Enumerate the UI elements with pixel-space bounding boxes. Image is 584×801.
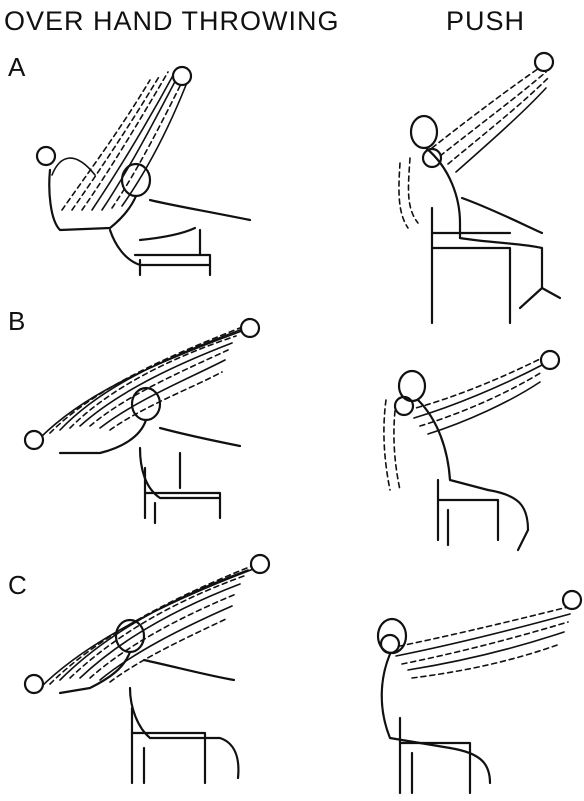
ball-release: [535, 53, 553, 71]
figure-push-c: [350, 578, 580, 798]
ball-release: [541, 351, 559, 369]
figure-push-a: [370, 48, 580, 328]
ball-release: [241, 319, 259, 337]
chair: [135, 230, 210, 275]
motion-trail: [384, 356, 546, 490]
figure-throwing-a: [0, 60, 290, 280]
ball-start: [25, 675, 43, 693]
seated-person: [399, 371, 528, 550]
motion-trail: [40, 566, 256, 688]
ball-start: [37, 147, 55, 165]
figure-throwing-c: [20, 548, 290, 798]
ball-release: [173, 67, 191, 85]
chair: [132, 708, 205, 783]
column-title-over-hand-throwing: OVER HAND THROWING: [4, 6, 340, 37]
motion-trail: [52, 70, 186, 210]
figure-push-b: [378, 340, 578, 570]
seated-person: [60, 620, 238, 778]
ball-start: [395, 397, 413, 415]
seated-person: [49, 164, 250, 265]
chair: [432, 208, 510, 323]
ball-start: [423, 149, 441, 167]
ball-start: [25, 431, 43, 449]
ball-release: [563, 591, 581, 609]
chair: [400, 718, 470, 793]
ball-release: [251, 555, 269, 573]
motion-trail: [390, 606, 572, 678]
column-title-push: PUSH: [446, 6, 525, 37]
seated-person: [60, 388, 240, 498]
figure-throwing-b: [20, 318, 290, 538]
